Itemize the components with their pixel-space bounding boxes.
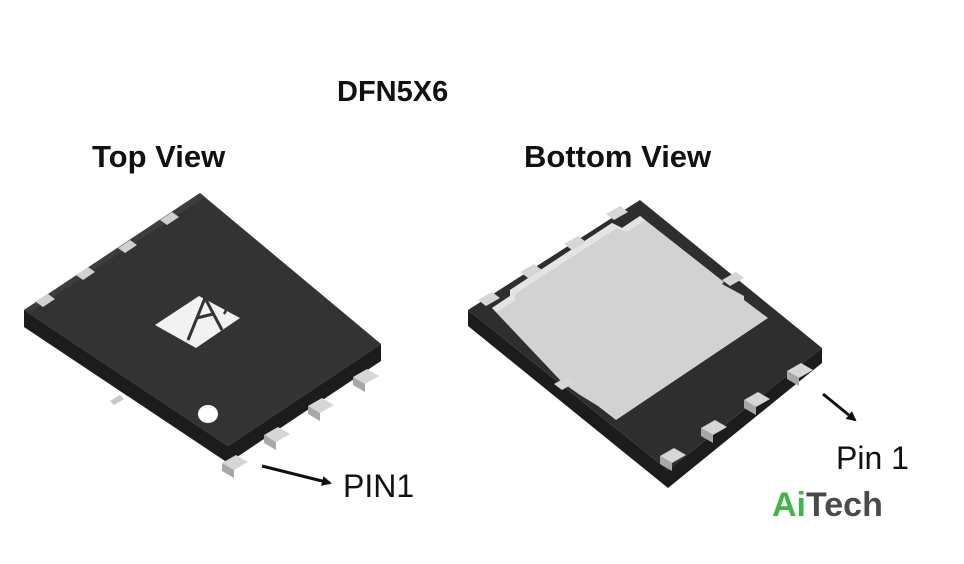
bottom-view-pin1-label: Pin 1	[836, 440, 909, 476]
watermark-logo: AiTech	[772, 486, 883, 525]
top-view-package	[24, 193, 381, 478]
watermark-part-tech: Tech	[806, 486, 883, 524]
bottom-view-pins-front	[660, 363, 813, 471]
top-view-pins-back	[36, 212, 179, 307]
manufacturer-logo-icon	[155, 294, 240, 348]
bottom-view-pins-back	[478, 206, 628, 306]
bottom-pin1-arrow-icon	[822, 392, 857, 422]
top-pin1-arrow-icon	[261, 464, 332, 486]
exposed-pad	[492, 216, 768, 420]
watermark-part-ai: Ai	[772, 486, 806, 524]
bottom-view-package	[468, 200, 822, 488]
pin1-dot-icon	[198, 405, 218, 423]
top-view-pin1-label: PIN1	[343, 468, 415, 504]
bottom-view-title: Bottom View	[524, 139, 712, 174]
package-title: DFN5X6	[337, 76, 449, 108]
top-view-pins-front	[222, 369, 379, 478]
top-view-title: Top View	[92, 139, 226, 174]
